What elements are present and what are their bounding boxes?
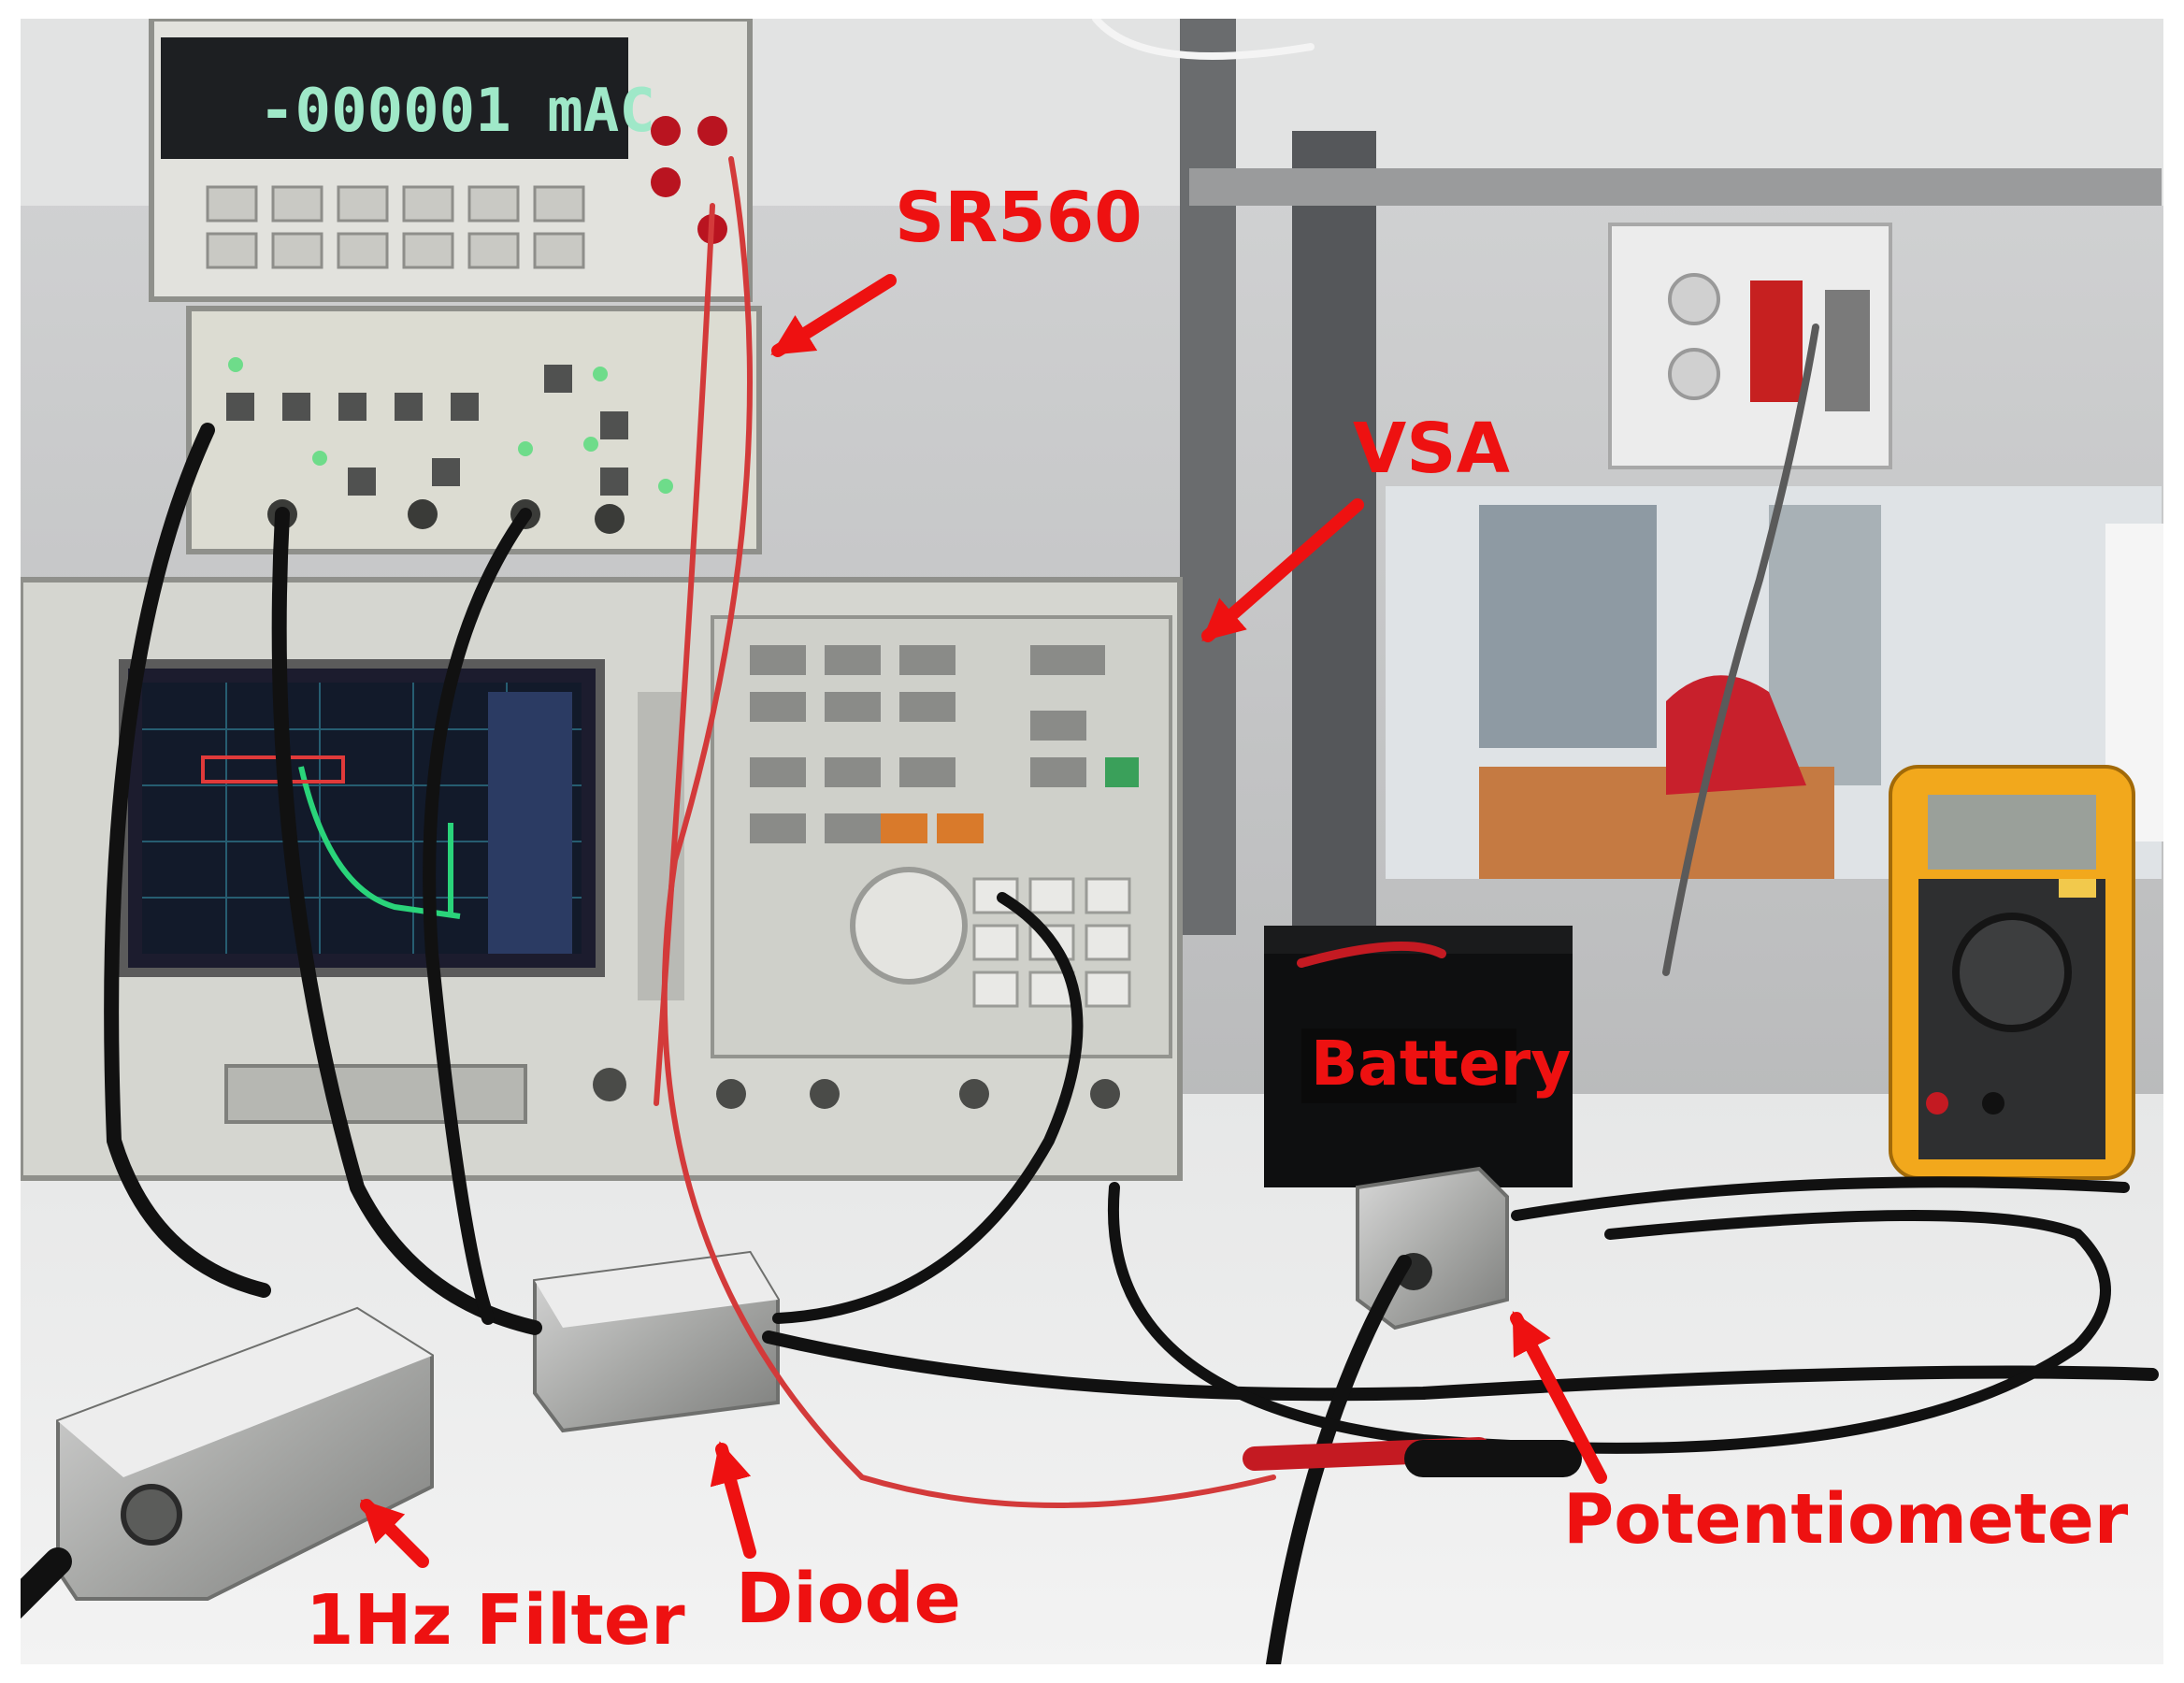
label-vsa: VSA bbox=[1353, 409, 1510, 489]
sr560-preamp bbox=[186, 306, 762, 554]
vsa-analyzer bbox=[21, 577, 1183, 1181]
arrow-filter bbox=[360, 1499, 429, 1568]
label-diode: Diode bbox=[736, 1559, 961, 1639]
arrow-sr560 bbox=[770, 274, 897, 357]
arrow-potentiometer bbox=[1510, 1311, 1607, 1484]
filter-box bbox=[56, 1306, 434, 1601]
label-sr560: SR560 bbox=[895, 178, 1142, 258]
label-potentiometer: Potentiometer bbox=[1563, 1479, 2129, 1560]
label-filter: 1Hz Filter bbox=[306, 1580, 685, 1661]
annotation-labels: SR560 VSA Battery Potentiometer Diode 1H… bbox=[306, 178, 2129, 1661]
bench-multimeter: -000001 mAC bbox=[149, 19, 753, 302]
diode-box bbox=[533, 1250, 780, 1433]
multimeter-reading: -000001 mAC bbox=[259, 77, 655, 146]
battery-label-box bbox=[1301, 1028, 1516, 1103]
arrow-vsa bbox=[1201, 498, 1364, 642]
handheld-multimeter bbox=[1889, 765, 2135, 1180]
photo-figure: -000001 mAC bbox=[21, 19, 2163, 1664]
label-battery: Battery bbox=[1311, 1028, 1571, 1100]
arrow-diode bbox=[710, 1441, 756, 1559]
cables bbox=[21, 19, 2159, 1664]
annotation-arrows bbox=[360, 274, 1607, 1568]
